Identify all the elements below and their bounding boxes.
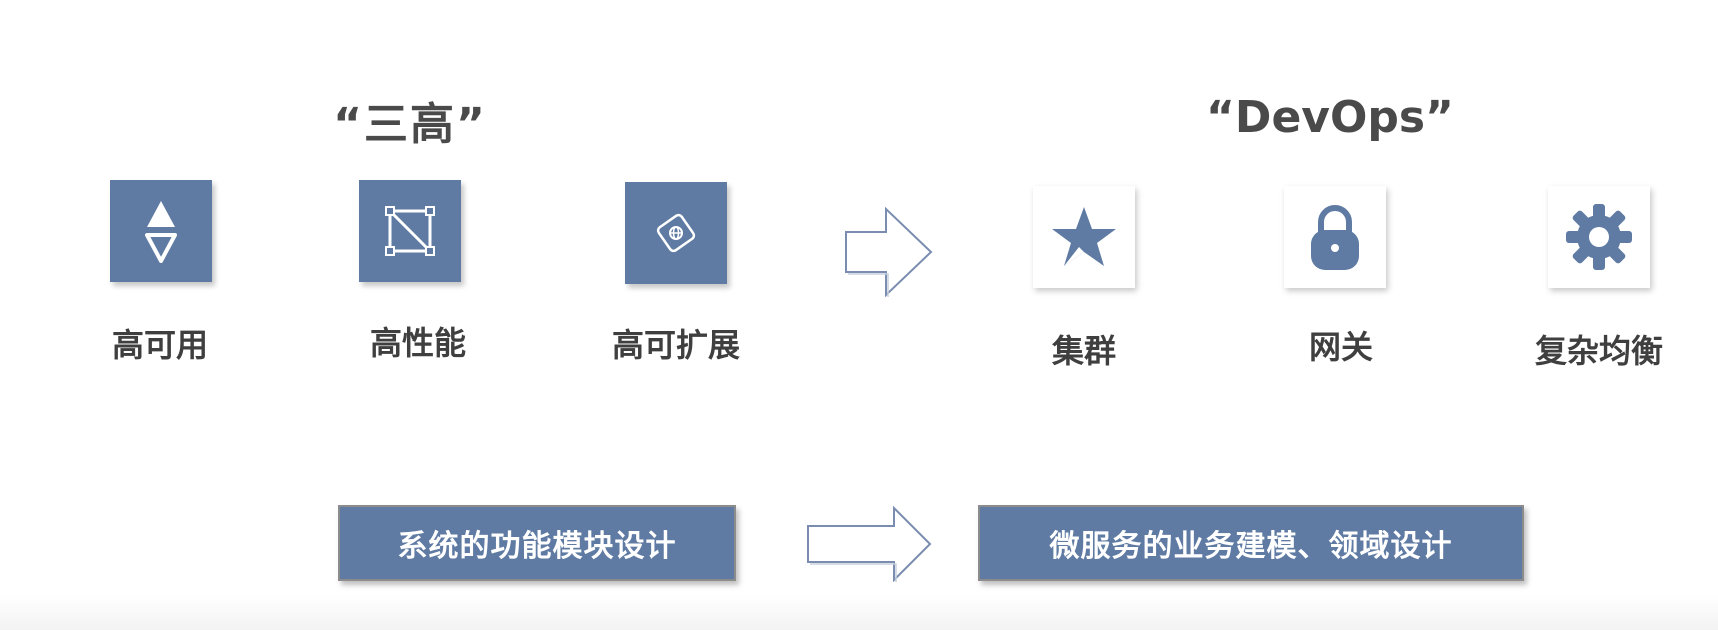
tag-globe-icon [656, 213, 696, 253]
three-highs-heading: “三高” [333, 99, 487, 150]
module-design-banner: 系统的功能模块设计 [338, 505, 736, 581]
domain-design-banner: 微服务的业务建模、领域设计 [978, 505, 1524, 581]
load-balance-label: 复杂均衡 [1534, 332, 1663, 370]
devops-heading: “DevOps” [1206, 92, 1454, 143]
gateway-tile [1284, 186, 1386, 288]
star-icon [1052, 207, 1116, 266]
right-arrow-icon [845, 206, 933, 298]
gateway-label: 网关 [1308, 328, 1373, 366]
load-balance-tile [1548, 186, 1650, 288]
high-availability-tile [110, 180, 212, 282]
high-scalability-tile [625, 182, 727, 284]
cluster-label: 集群 [1051, 332, 1116, 370]
high-scalability-label: 高可扩展 [611, 326, 740, 364]
right-arrow-icon [807, 506, 932, 582]
cluster-tile [1033, 186, 1135, 288]
high-performance-tile [359, 180, 461, 282]
gear-icon [1566, 204, 1632, 270]
lock-icon [1311, 205, 1359, 270]
high-performance-label: 高性能 [369, 324, 466, 362]
crop-frame-icon [385, 206, 435, 256]
high-availability-label: 高可用 [111, 326, 208, 364]
up-down-triangles-icon [145, 201, 177, 263]
